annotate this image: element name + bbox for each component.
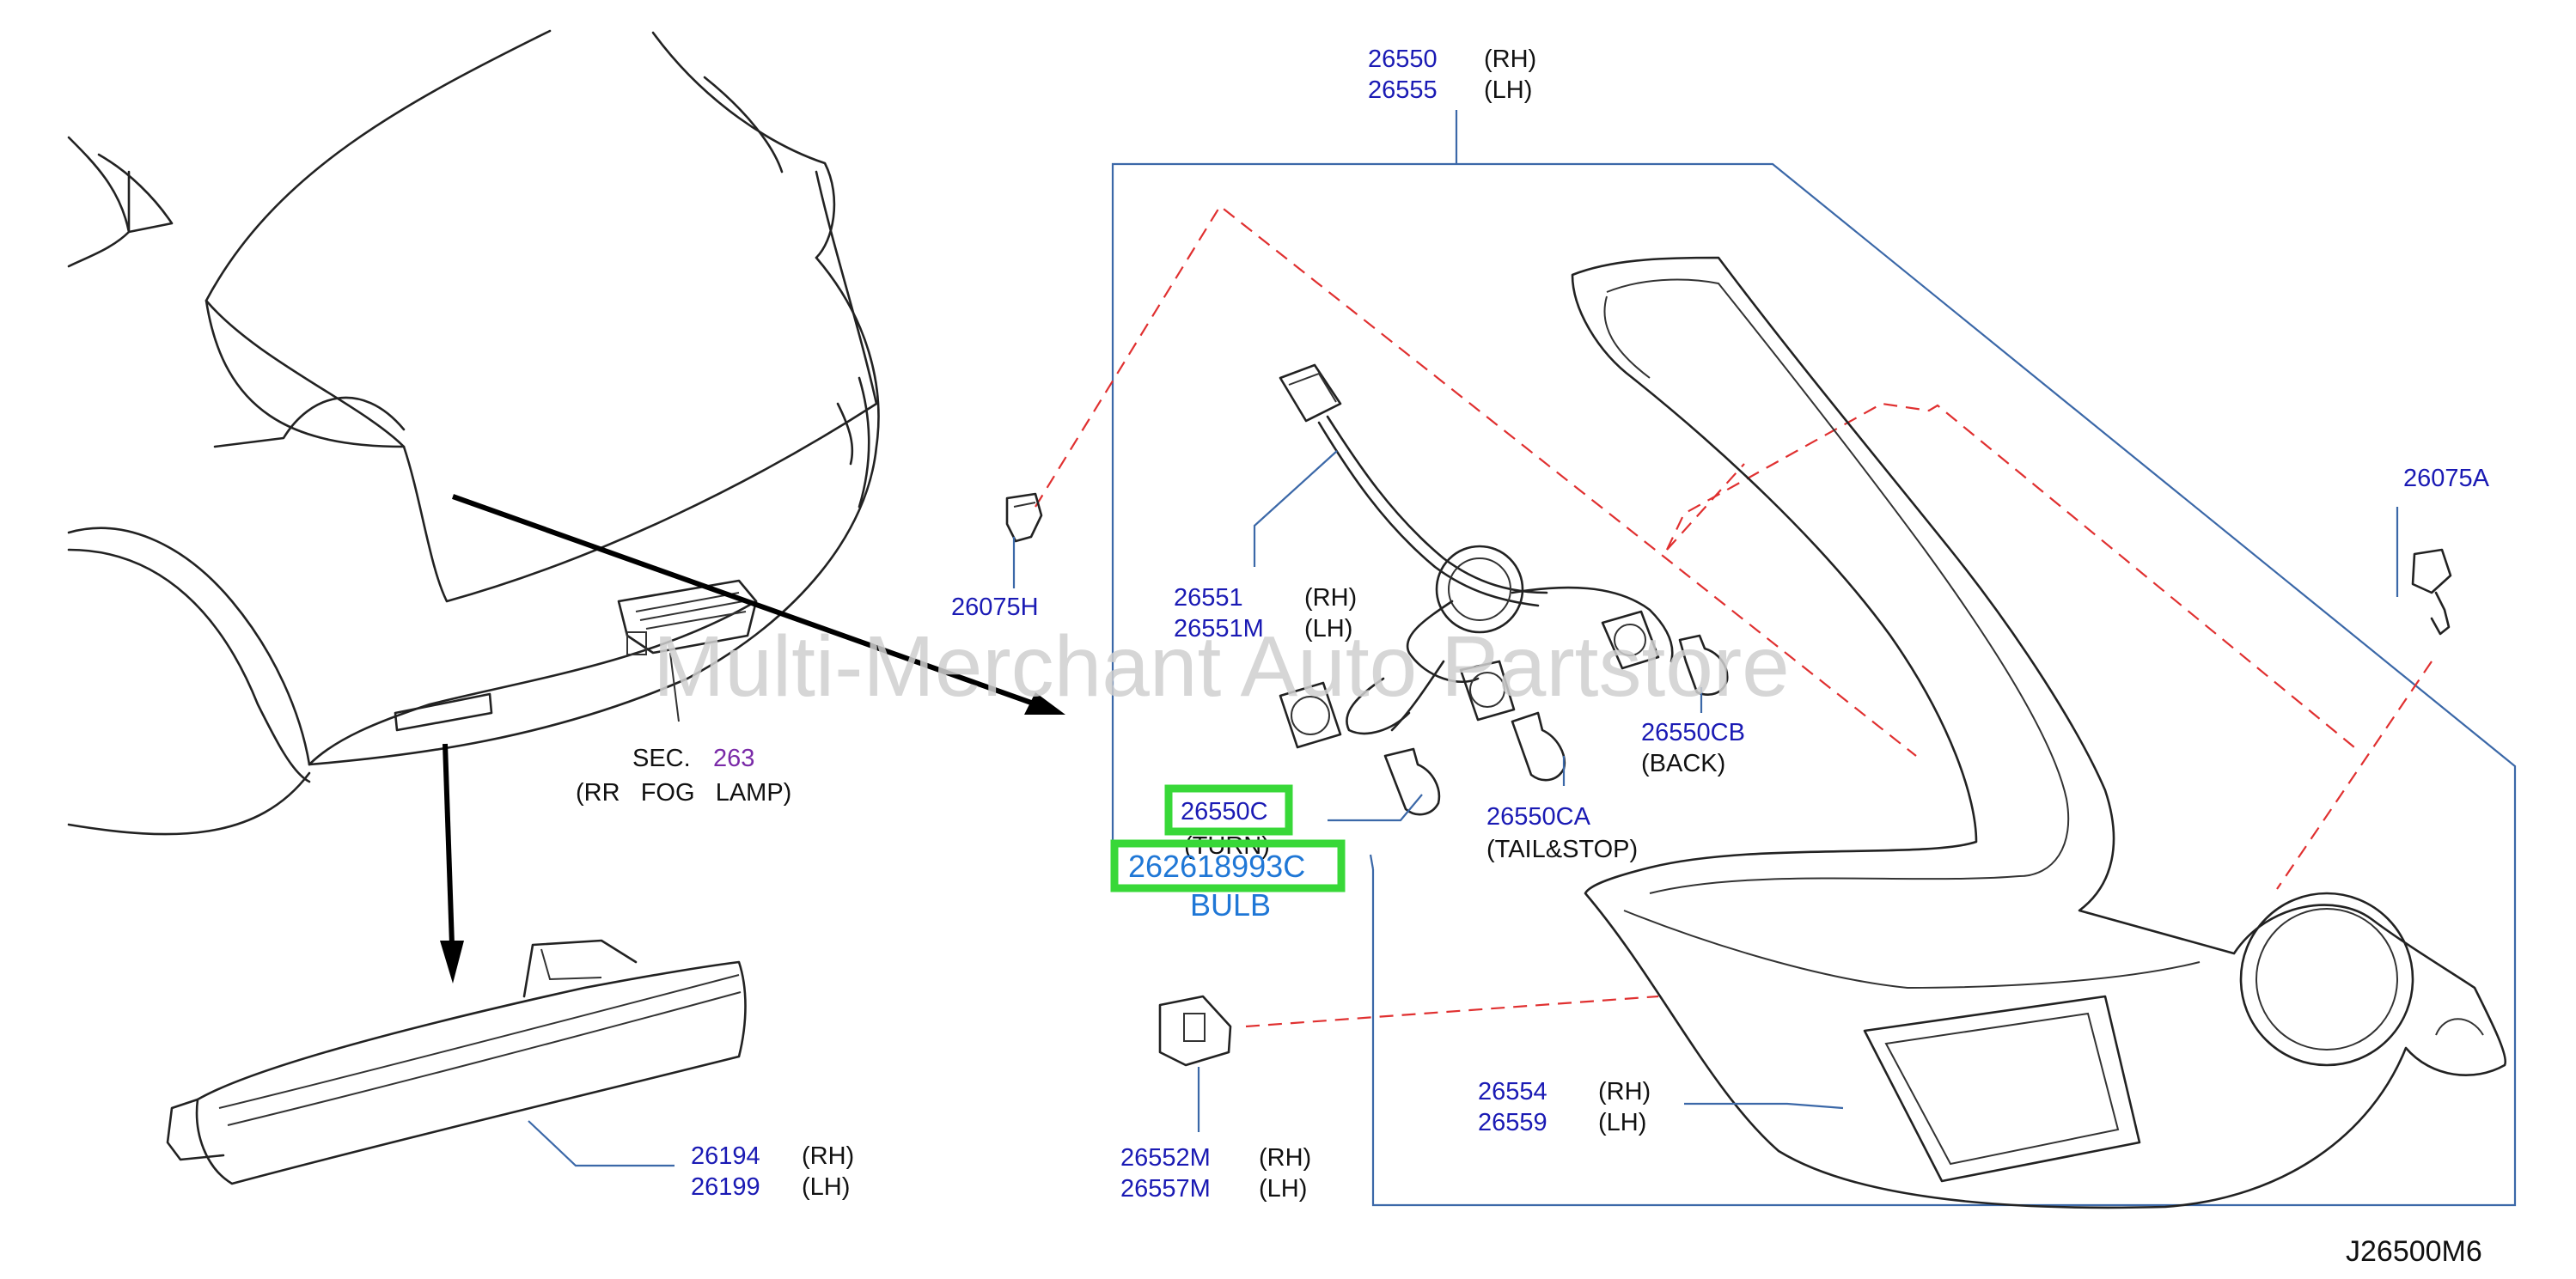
part-number-bulb-turn: 26550C [1181,798,1268,825]
combination-lamp-housing [1571,256,2507,1209]
section-number: 263 [713,745,754,772]
part-number-bulb-back: 26550CB [1641,719,1745,746]
leader-lines [528,450,2399,1167]
part-number-clip-lh: 26557M [1120,1175,1211,1203]
part-number-bulb-tail-stop: 26550CA [1486,803,1591,831]
direction-arrows [440,494,1065,984]
side-rh-label: (RH) [1304,584,1357,612]
side-rh-label: (RH) [1259,1144,1311,1172]
highlight-box-turn [1164,784,1293,836]
bulb-tail-stop-label: (TAIL&STOP) [1486,836,1638,863]
callout-reflex: 26194 (RH) 26199 (LH) [691,1142,854,1201]
part-number-harness-lh: 26551M [1174,615,1264,643]
side-lh-label: (LH) [1304,615,1352,643]
highlight-box-part-number[interactable] [1110,839,1346,892]
rear-reflector-lamp [166,939,747,1185]
side-rh-label: (RH) [1598,1078,1651,1105]
callout-harness: 26551 (RH) 26551M (LH) [1174,584,1357,643]
exploded-view-frame [1111,110,2517,1207]
bulb-back-label: (BACK) [1641,750,1725,777]
callout-screw: 26075A [2403,465,2490,492]
diagram-code: J26500M6 [2346,1235,2482,1268]
grommet-part [1005,492,1043,543]
callout-lens: 26554 (RH) 26559 (LH) [1478,1078,1651,1136]
callout-bulb-highlight[interactable]: 262618993C BULB [1110,839,1346,923]
side-lh-label: (LH) [1484,76,1532,104]
screw-part [2411,548,2452,636]
watermark-text: Multi-Merchant Auto Partstore [653,618,1790,715]
retainer-clip [1158,995,1232,1067]
side-lh-label: (LH) [1259,1175,1307,1203]
part-number-screw: 26075A [2403,465,2490,492]
section-prefix: SEC. [632,745,691,772]
vehicle-rear-illustration [67,29,880,836]
highlighted-part-number[interactable]: 262618993C [1128,849,1305,884]
part-number-grommet: 26075H [951,594,1039,621]
side-rh-label: (RH) [802,1142,854,1170]
callout-bulb-back: 26550CB (BACK) [1641,719,1745,777]
part-number-housing-rh: 26550 [1368,46,1438,73]
part-number-clip-rh: 26552M [1120,1144,1211,1172]
wiring-harness [1279,363,1674,749]
part-number-lens-rh: 26554 [1478,1078,1547,1105]
part-number-reflex-rh: 26194 [691,1142,760,1170]
side-rh-label: (RH) [1484,46,1536,73]
side-lh-label: (LH) [1598,1109,1646,1136]
side-lh-label: (LH) [802,1173,850,1201]
part-number-lens-lh: 26559 [1478,1109,1547,1136]
part-number-housing-lh: 26555 [1368,76,1438,104]
alignment-guides [1035,204,2433,1028]
bulb-tail-stop [1511,711,1566,782]
bulb-caption: BULB [1190,887,1271,923]
section-description: (RR FOG LAMP) [576,779,791,807]
callout-section-ref: SEC. 263 (RR FOG LAMP) [576,745,791,807]
callout-bulb-tail-stop: 26550CA (TAIL&STOP) [1486,803,1638,863]
callout-grommet: 26075H [951,594,1039,621]
part-number-reflex-lh: 26199 [691,1173,760,1201]
callout-housing: 26550 (RH) 26555 (LH) [1368,46,1536,104]
part-number-harness-rh: 26551 [1174,584,1243,612]
bulb-turn [1383,747,1441,816]
callout-clip: 26552M (RH) 26557M (LH) [1120,1144,1311,1203]
